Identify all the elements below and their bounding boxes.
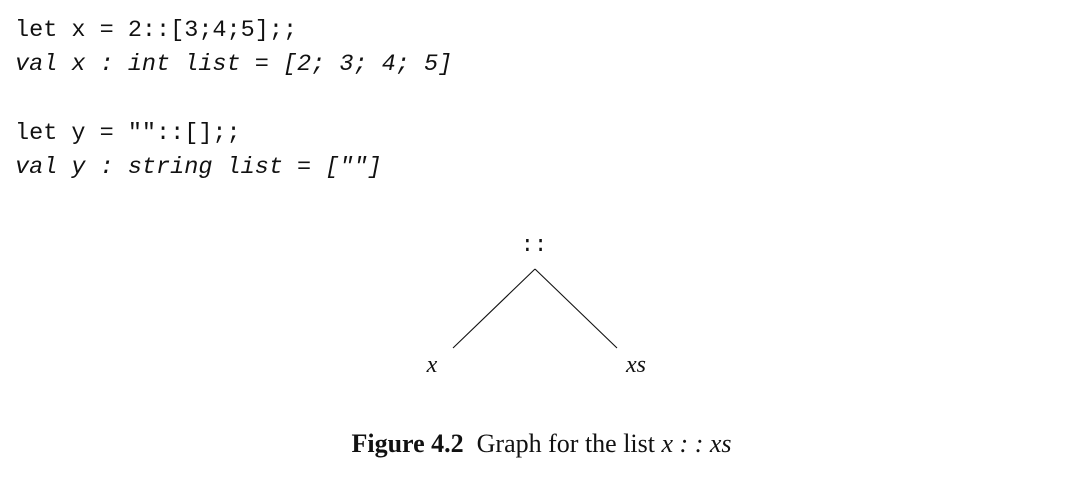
code-output-line: val y : string list = [""] [15,154,382,181]
code-input-line: let x = 2::[3;4;5];; [15,17,298,44]
tree-left-node: x [426,352,438,378]
caption-math: x : : xs [661,429,732,458]
code-block-1: let x = 2::[3;4;5];;val x : int list = [… [15,14,452,82]
tree-root-node: :: [520,233,548,258]
code-block-2: let y = ""::[];;val y : string list = ["… [15,117,382,185]
code-input-line: let y = ""::[];; [15,120,241,147]
caption-text: Graph for the list [476,429,655,458]
code-output-line: val x : int list = [2; 3; 4; 5] [15,51,453,78]
left-edge [452,268,536,349]
right-edge [534,268,618,349]
figure-caption: Figure 4.2 Graph for the list x : : xs [0,428,1083,460]
tree-right-node: xs [626,352,646,378]
figure-label: Figure 4.2 [351,429,464,458]
